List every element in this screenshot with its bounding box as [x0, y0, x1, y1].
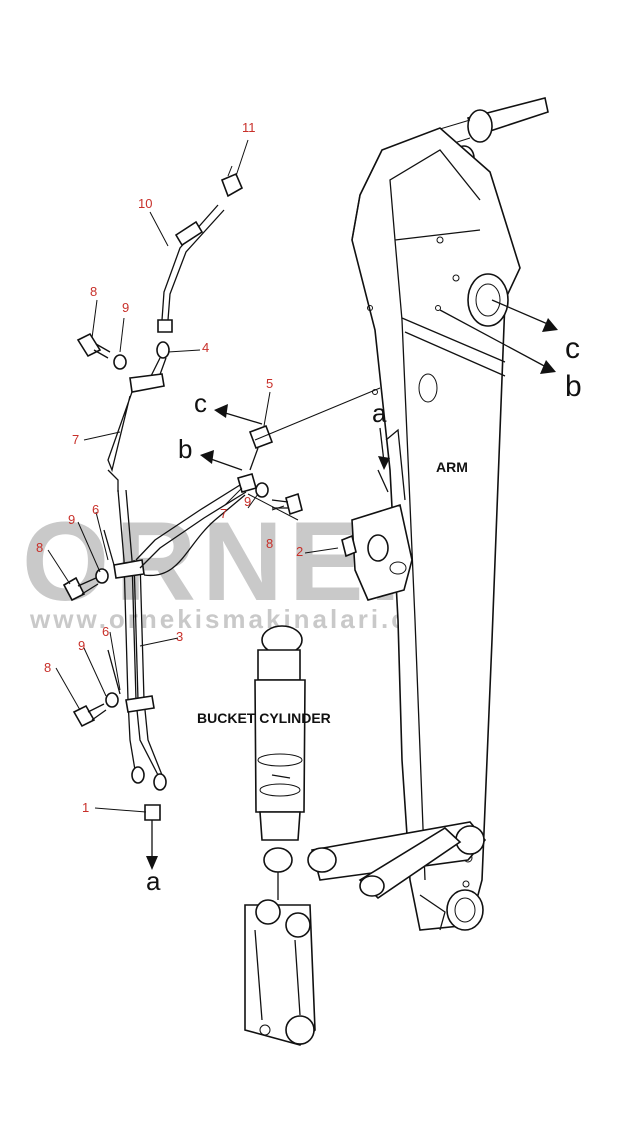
callout-9-right: 9 [244, 494, 251, 509]
callout-9-top: 9 [122, 300, 129, 315]
callout-8-top: 8 [90, 284, 97, 299]
callout-2: 2 [296, 544, 303, 559]
callout-8-lower: 8 [44, 660, 51, 675]
callout-1: 1 [82, 800, 89, 815]
callout-5: 5 [266, 376, 273, 391]
callout-9-lower: 9 [78, 638, 85, 653]
bucket-cylinder-label: BUCKET CYLINDER [197, 710, 331, 726]
callout-4: 4 [202, 340, 209, 355]
arm-assembly [351, 97, 549, 931]
reference-arrows [146, 299, 558, 870]
ref-c-right: c [565, 332, 580, 365]
callout-6-mid: 6 [92, 502, 99, 517]
callout-7-upper: 7 [72, 432, 79, 447]
bucket-cylinder [254, 625, 306, 900]
fasteners [62, 332, 357, 728]
callout-11: 11 [242, 120, 256, 135]
callout-9-mid: 9 [68, 512, 75, 527]
arm-label: ARM [436, 459, 468, 475]
leader-lines [47, 139, 339, 813]
hose-assembly [103, 165, 381, 840]
ref-c-left: c [194, 388, 207, 418]
callout-3: 3 [176, 629, 183, 644]
callout-10: 10 [138, 196, 152, 211]
ref-a-arm: a [372, 398, 387, 428]
callout-8-mid: 8 [36, 540, 43, 555]
ref-b-right: b [565, 370, 582, 403]
ref-b-left: b [178, 434, 192, 464]
link-assembly [244, 821, 487, 1046]
callout-7-lower: 7 [220, 506, 227, 521]
callout-8-right: 8 [266, 536, 273, 551]
ref-a-bottom: a [146, 866, 161, 896]
callout-6-lower: 6 [102, 624, 109, 639]
